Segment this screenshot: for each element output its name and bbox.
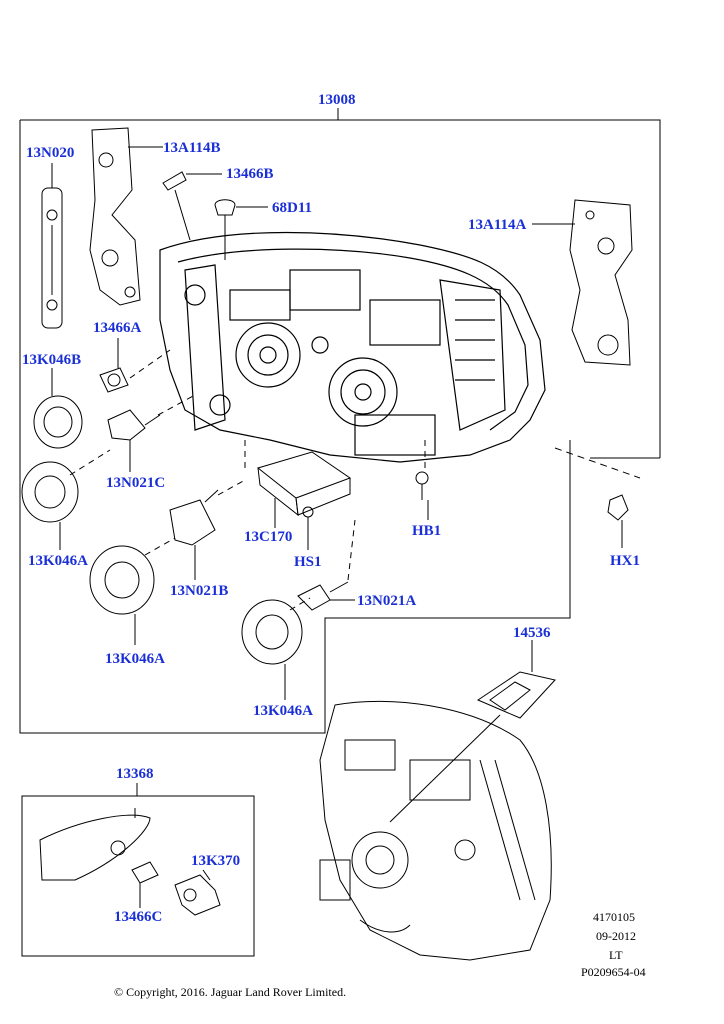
- bulb-13N021C: [107, 409, 161, 441]
- callout-HX1[interactable]: HX1: [610, 553, 640, 569]
- cover-13K046A-2: [89, 545, 155, 615]
- socket-13K370: [174, 874, 221, 916]
- callout-HS1[interactable]: HS1: [294, 554, 322, 570]
- main-bracket-frame: [338, 119, 661, 458]
- bulb-13466A: [99, 367, 129, 393]
- cover-13K046B: [33, 395, 83, 449]
- callout-13K046A-2[interactable]: 13K046A: [105, 651, 165, 667]
- headlamp-assembly: [159, 231, 546, 463]
- side-repeater-13368: [39, 814, 151, 881]
- clip-HX1: [607, 494, 629, 521]
- side-repeater-box: [21, 795, 255, 957]
- screw-HB1: [415, 471, 429, 500]
- callout-13N021C[interactable]: 13N021C: [106, 475, 166, 491]
- cap-68D11: [214, 199, 236, 216]
- callout-HB1[interactable]: HB1: [412, 523, 442, 539]
- module-13C170: [256, 451, 352, 517]
- bulb-13466C: [131, 861, 159, 884]
- callout-13466A[interactable]: 13466A: [93, 320, 142, 336]
- callout-13K370[interactable]: 13K370: [191, 853, 241, 869]
- callout-13368[interactable]: 13368: [116, 766, 154, 782]
- bracket-13A114B: [89, 127, 141, 306]
- callout-13K046B[interactable]: 13K046B: [22, 352, 82, 368]
- bracket-13N020: [41, 187, 63, 329]
- callout-13K046A-3[interactable]: 13K046A: [253, 703, 313, 719]
- cover-13K046A-3: [241, 599, 303, 665]
- module-14536: [476, 671, 556, 719]
- callout-13466C[interactable]: 13466C: [114, 909, 163, 925]
- callout-14536[interactable]: 14536: [513, 625, 551, 641]
- callout-13008[interactable]: 13008: [318, 92, 356, 108]
- bulb-13N021B: [169, 489, 219, 546]
- callout-13C170[interactable]: 13C170: [244, 529, 293, 545]
- callout-68D11[interactable]: 68D11: [272, 200, 313, 216]
- reference-number: 4170105: [593, 910, 635, 924]
- callout-13A114B[interactable]: 13A114B: [163, 140, 221, 156]
- reference-code: LT: [609, 948, 623, 962]
- screw-HS1: [302, 506, 314, 530]
- callout-13N020[interactable]: 13N020: [26, 145, 75, 161]
- headlamp-small-view: [319, 700, 552, 961]
- callout-13N021B[interactable]: 13N021B: [170, 583, 229, 599]
- bracket-13A114A: [569, 199, 633, 366]
- callout-13A114A[interactable]: 13A114A: [468, 217, 527, 233]
- reference-part: P0209654-04: [581, 965, 646, 979]
- cover-13K046A-1: [21, 461, 79, 523]
- bulb-13N021A: [297, 581, 349, 611]
- callout-13K046A-1[interactable]: 13K046A: [28, 553, 88, 569]
- copyright-text: © Copyright, 2016. Jaguar Land Rover Lim…: [114, 985, 347, 999]
- reference-date: 09-2012: [596, 929, 636, 943]
- callout-13N021A[interactable]: 13N021A: [357, 593, 417, 609]
- callout-13466B[interactable]: 13466B: [226, 166, 274, 182]
- bulb-13466B: [162, 171, 187, 191]
